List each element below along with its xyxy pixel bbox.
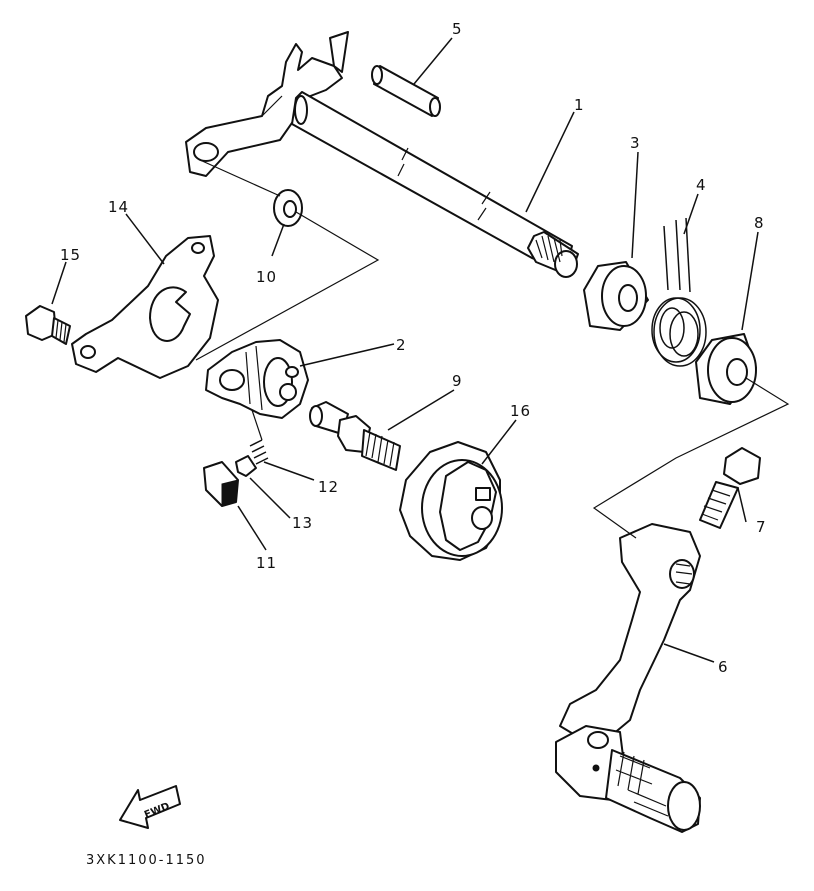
label-part-5: 5 — [452, 20, 463, 38]
part-5-pin — [371, 65, 441, 117]
part-13-plunger — [235, 455, 257, 477]
part-3-collar — [583, 261, 649, 331]
part-11-block — [203, 461, 239, 507]
part-2-shift-segment — [205, 339, 309, 419]
label-part-11: 11 — [256, 554, 277, 572]
label-part-16: 16 — [510, 402, 531, 420]
drawing-code: 3XK1100-1150 — [86, 853, 207, 868]
label-part-6: 6 — [718, 658, 729, 676]
part-12-spring — [249, 439, 269, 465]
part-14-stopper-plate — [71, 235, 219, 379]
label-part-4: 4 — [696, 176, 707, 194]
label-part-10: 10 — [256, 268, 277, 286]
part-labels: 5 1 3 4 8 14 15 10 2 9 16 12 13 11 7 6 — [60, 20, 767, 676]
part-16-star-cam — [399, 441, 503, 561]
part-6-shift-pedal — [555, 523, 701, 833]
fwd-direction-arrow: FWD — [119, 785, 181, 829]
part-1-shift-shaft — [185, 31, 579, 278]
label-part-1: 1 — [574, 96, 585, 114]
label-part-8: 8 — [754, 214, 765, 232]
label-part-14: 14 — [108, 198, 129, 216]
part-8-seal — [695, 333, 757, 405]
label-part-9: 9 — [452, 372, 463, 390]
leader-lines — [51, 37, 790, 663]
label-part-13: 13 — [292, 514, 313, 532]
label-part-3: 3 — [630, 134, 641, 152]
label-part-15: 15 — [60, 246, 81, 264]
part-7-bolt — [699, 447, 761, 529]
part-15-bolt — [25, 305, 71, 345]
label-part-2: 2 — [396, 336, 407, 354]
label-part-7: 7 — [756, 518, 767, 536]
part-4-torsion-spring — [651, 217, 707, 367]
part-9-bolt — [309, 401, 401, 471]
part-10-washer — [273, 189, 303, 227]
label-part-12: 12 — [318, 478, 339, 496]
